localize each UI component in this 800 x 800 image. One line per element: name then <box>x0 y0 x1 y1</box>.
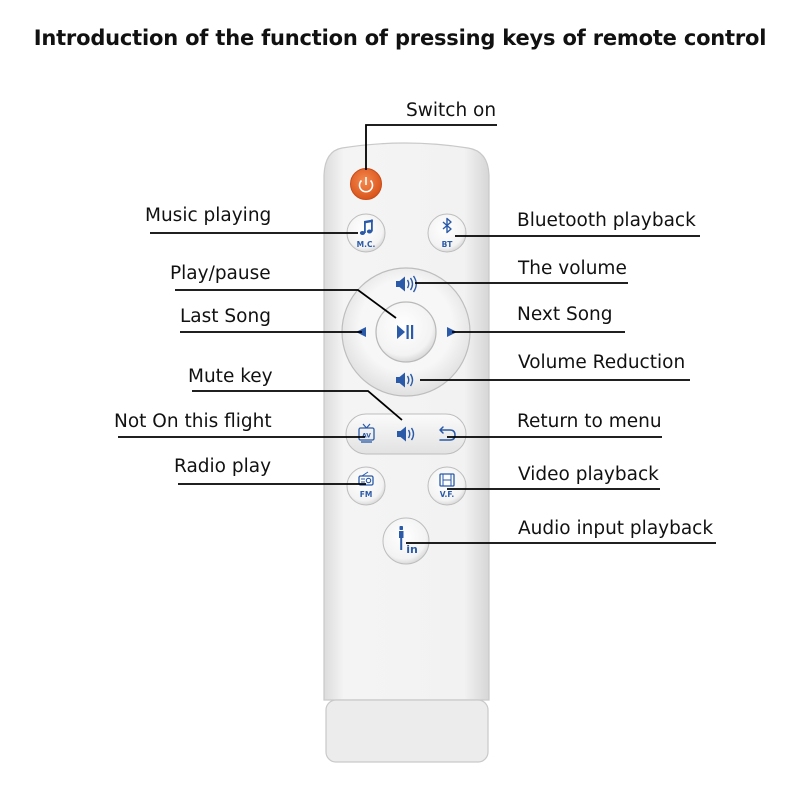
bluetooth-icon <box>442 217 452 234</box>
music-key[interactable]: M.C. <box>346 213 386 253</box>
back-key[interactable] <box>439 426 456 441</box>
power-key[interactable] <box>350 168 382 200</box>
music-note-icon <box>359 219 373 235</box>
line-in-icon <box>399 526 404 550</box>
radio-key[interactable]: FM <box>346 466 386 506</box>
video-key[interactable]: V.F. <box>427 466 467 506</box>
label-last-song: Last Song <box>180 306 271 327</box>
label-music-playing: Music playing <box>145 205 272 226</box>
label-audio-input-playback: Audio input playback <box>518 518 714 539</box>
label-next-song: Next Song <box>517 304 613 325</box>
bluetooth-key[interactable]: BT <box>427 213 467 253</box>
tv-icon <box>358 423 375 443</box>
play-pause-icon <box>397 325 414 339</box>
mc-key-text: M.C. <box>357 240 376 249</box>
mute-key[interactable] <box>397 426 415 442</box>
leader-mute <box>192 390 403 421</box>
label-mute-key: Mute key <box>188 366 273 387</box>
play-pause-key[interactable] <box>397 325 414 339</box>
label-the-volume: The volume <box>518 258 627 279</box>
label-bluetooth-playback: Bluetooth playback <box>517 210 696 231</box>
line-in-key[interactable]: in <box>382 517 430 565</box>
label-play-pause: Play/pause <box>170 263 271 284</box>
label-volume-reduction: Volume Reduction <box>518 352 686 373</box>
speaker-icon <box>396 372 414 388</box>
remote-battery-cover <box>325 699 489 763</box>
diagram-title: Introduction of the function of pressing… <box>33 26 767 50</box>
label-radio-play: Radio play <box>174 456 272 477</box>
leader-lines <box>118 124 716 544</box>
leader-play-pause <box>175 289 397 319</box>
in-key-text: in <box>406 543 418 556</box>
leader-switch-on <box>365 124 497 170</box>
speaker-icon <box>397 426 415 442</box>
av-key[interactable]: AV <box>358 423 375 443</box>
volume-up-key[interactable] <box>380 266 432 300</box>
film-icon <box>439 473 455 487</box>
label-switch-on: Switch on <box>406 100 497 121</box>
label-return-to-menu: Return to menu <box>517 411 662 432</box>
power-icon <box>358 177 374 193</box>
label-video-playback: Video playback <box>518 464 659 485</box>
bt-key-text: BT <box>442 240 454 249</box>
vf-key-text: V.F. <box>440 490 455 499</box>
volume-down-key[interactable] <box>380 364 432 398</box>
fm-key-text: FM <box>360 490 373 499</box>
dpad <box>341 267 471 397</box>
speaker-icon <box>396 275 417 293</box>
return-arrow-icon <box>439 426 456 441</box>
av-key-text: AV <box>362 433 371 440</box>
radio-icon <box>358 471 374 486</box>
label-not-on-this-flight: Not On this flight <box>114 411 272 432</box>
